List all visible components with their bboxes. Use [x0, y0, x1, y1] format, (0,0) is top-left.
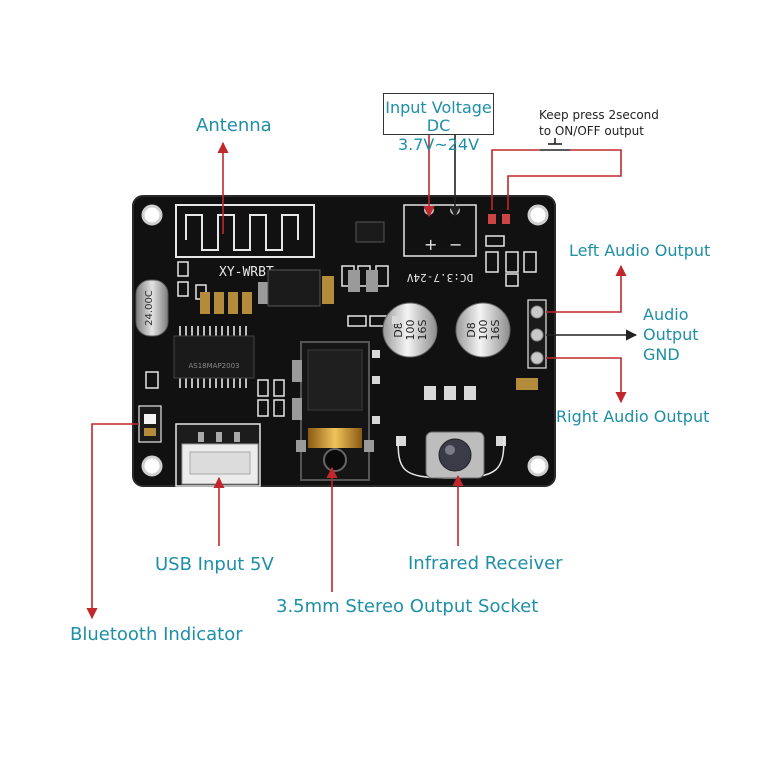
label-bluetooth-indicator: Bluetooth Indicator [70, 624, 243, 645]
push-button-icon [540, 138, 570, 151]
label-right-audio: Right Audio Output [556, 407, 710, 426]
capacitor-right: D8 100 16S [455, 302, 511, 358]
square-pads [372, 316, 506, 446]
stereo-jack [292, 341, 374, 481]
label-keep-press-2: to ON/OFF output [539, 124, 644, 138]
svg-text:100: 100 [404, 320, 417, 341]
ir-receiver [425, 431, 485, 479]
leader-bluetooth [86, 423, 139, 620]
label-usb-input: USB Input 5V [155, 554, 274, 575]
label-audio-3: GND [643, 345, 680, 364]
label-input-voltage-2: DC 3.7V~24V [397, 116, 480, 154]
label-audio-1: Audio [643, 305, 689, 324]
main-chip: AS18MAP2003 [173, 326, 255, 388]
leader-right-audio [546, 357, 627, 404]
svg-text:D8: D8 [392, 322, 405, 337]
leader-left-audio [546, 264, 627, 313]
leader-switch-2 [507, 149, 622, 210]
board-model: XY-WRBT [219, 265, 274, 280]
label-audio-2: Output [643, 325, 699, 344]
label-antenna: Antenna [196, 115, 272, 136]
board-voltage-label: DC:3.7-24V [407, 271, 474, 284]
smd-components [200, 214, 538, 390]
svg-text:24.00C: 24.00C [144, 290, 155, 326]
input-voltage-box: Input Voltage DC 3.7V~24V [383, 93, 494, 154]
audio-output-pads [527, 299, 547, 369]
svg-text:AS18MAP2003: AS18MAP2003 [188, 362, 239, 370]
label-keep-press-1: Keep press 2second [539, 108, 659, 122]
leader-switch-1 [491, 149, 540, 210]
mounting-holes [141, 204, 549, 477]
label-left-audio: Left Audio Output [569, 241, 711, 260]
svg-text:100: 100 [477, 320, 490, 341]
svg-text:D8: D8 [465, 322, 478, 337]
svg-text:+: + [424, 235, 437, 254]
label-input-voltage-1: Input Voltage [385, 98, 492, 117]
svg-text:16S: 16S [489, 319, 502, 340]
svg-text:−: − [449, 235, 462, 254]
antenna-trace [175, 204, 315, 258]
crystal-oscillator: 24.00C [135, 279, 169, 337]
label-stereo-socket: 3.5mm Stereo Output Socket [276, 596, 539, 617]
svg-text:16S: 16S [416, 319, 429, 340]
label-infrared: Infrared Receiver [408, 553, 563, 574]
usb-connector [175, 423, 261, 487]
